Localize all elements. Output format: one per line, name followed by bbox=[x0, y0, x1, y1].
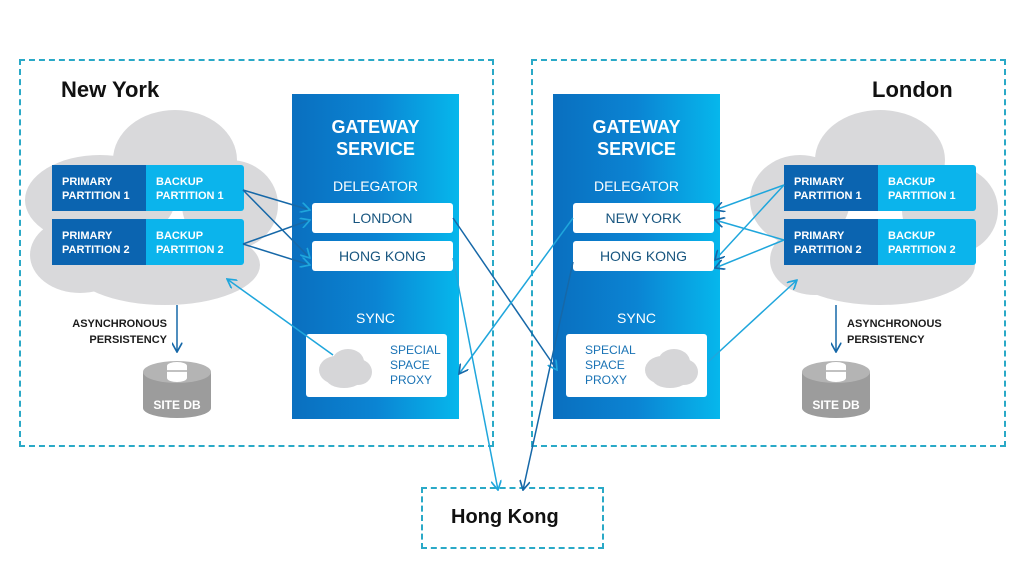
proxy-label-line: SPECIAL bbox=[585, 343, 636, 357]
backup-partition-1-new-york: BACKUP PARTITION 1 bbox=[146, 165, 244, 211]
delegate-new-york: NEW YORK bbox=[573, 203, 714, 233]
gateway-title: GATEWAY SERVICE bbox=[292, 116, 459, 160]
partition-label: PARTITION 1 bbox=[156, 190, 224, 202]
delegate-london: LONDON bbox=[312, 203, 453, 233]
special-space-proxy: SPECIAL SPACE PROXY bbox=[566, 334, 707, 397]
delegate-hong-kong: HONG KONG bbox=[573, 241, 714, 271]
partition-label: PARTITION 1 bbox=[62, 190, 130, 202]
persistency-label-new-york: ASYNCHRONOUS PERSISTENCY bbox=[62, 316, 167, 348]
delegator-label: DELEGATOR bbox=[593, 178, 680, 194]
database-icon-new-york bbox=[143, 361, 211, 418]
gateway-title-line: GATEWAY bbox=[592, 117, 681, 137]
gateway-title-line: GATEWAY bbox=[331, 117, 420, 137]
partition-label: BACKUP bbox=[888, 230, 936, 242]
persistency-label-london: ASYNCHRONOUS PERSISTENCY bbox=[847, 316, 942, 348]
partition-label: BACKUP bbox=[156, 230, 204, 242]
cloud-icon bbox=[645, 349, 698, 388]
partition-label: PRIMARY bbox=[62, 176, 113, 188]
partition-label: PARTITION 2 bbox=[888, 244, 956, 256]
region-hong-kong bbox=[421, 487, 604, 549]
database-icon-london bbox=[802, 361, 870, 418]
region-title-hong-kong: Hong Kong bbox=[451, 506, 559, 528]
backup-partition-1-london: BACKUP PARTITION 1 bbox=[878, 165, 976, 211]
proxy-label: SPECIAL SPACE PROXY bbox=[390, 343, 441, 388]
db-label-new-york: SITE DB bbox=[153, 398, 201, 412]
persistency-line: PERSISTENCY bbox=[89, 334, 167, 346]
persistency-line: ASYNCHRONOUS bbox=[847, 318, 942, 330]
delegator-label: DELEGATOR bbox=[332, 178, 419, 194]
partition-label: PARTITION 1 bbox=[794, 190, 862, 202]
special-space-proxy: SPECIAL SPACE PROXY bbox=[306, 334, 447, 397]
gateway-service-london: GATEWAY SERVICE DELEGATOR NEW YORK HONG … bbox=[553, 94, 720, 419]
region-title-new-york: New York bbox=[61, 77, 160, 102]
proxy-label-line: PROXY bbox=[390, 373, 433, 387]
proxy-label-line: SPACE bbox=[585, 358, 625, 372]
gateway-title: GATEWAY SERVICE bbox=[553, 116, 720, 160]
partition-label: PARTITION 2 bbox=[794, 244, 862, 256]
partition-label: PRIMARY bbox=[794, 176, 845, 188]
cloud-icon bbox=[319, 349, 372, 388]
primary-partition-1-london: PRIMARY PARTITION 1 bbox=[784, 165, 878, 211]
primary-partition-1-new-york: PRIMARY PARTITION 1 bbox=[52, 165, 146, 211]
db-label-london: SITE DB bbox=[812, 398, 860, 412]
partition-label: PARTITION 2 bbox=[156, 244, 224, 256]
region-title-london: London bbox=[872, 77, 953, 102]
backup-partition-2-london: BACKUP PARTITION 2 bbox=[878, 219, 976, 265]
proxy-label-line: SPACE bbox=[390, 358, 430, 372]
proxy-label: SPECIAL SPACE PROXY bbox=[585, 343, 636, 388]
backup-partition-2-new-york: BACKUP PARTITION 2 bbox=[146, 219, 244, 265]
partition-label: PRIMARY bbox=[62, 230, 113, 242]
partition-label: PRIMARY bbox=[794, 230, 845, 242]
primary-partition-2-new-york: PRIMARY PARTITION 2 bbox=[52, 219, 146, 265]
persistency-line: ASYNCHRONOUS bbox=[72, 318, 167, 330]
persistency-line: PERSISTENCY bbox=[847, 334, 925, 346]
gateway-service-new-york: GATEWAY SERVICE DELEGATOR LONDON HONG KO… bbox=[292, 94, 459, 419]
proxy-label-line: PROXY bbox=[585, 373, 628, 387]
gateway-title-line: SERVICE bbox=[336, 139, 415, 159]
sync-label: SYNC bbox=[356, 310, 395, 326]
sync-label: SYNC bbox=[617, 310, 656, 326]
primary-partition-2-london: PRIMARY PARTITION 2 bbox=[784, 219, 878, 265]
delegate-hong-kong: HONG KONG bbox=[312, 241, 453, 271]
partition-label: PARTITION 2 bbox=[62, 244, 130, 256]
partition-label: BACKUP bbox=[888, 176, 936, 188]
gateway-title-line: SERVICE bbox=[597, 139, 676, 159]
partition-label: BACKUP bbox=[156, 176, 204, 188]
partition-label: PARTITION 1 bbox=[888, 190, 956, 202]
proxy-label-line: SPECIAL bbox=[390, 343, 441, 357]
